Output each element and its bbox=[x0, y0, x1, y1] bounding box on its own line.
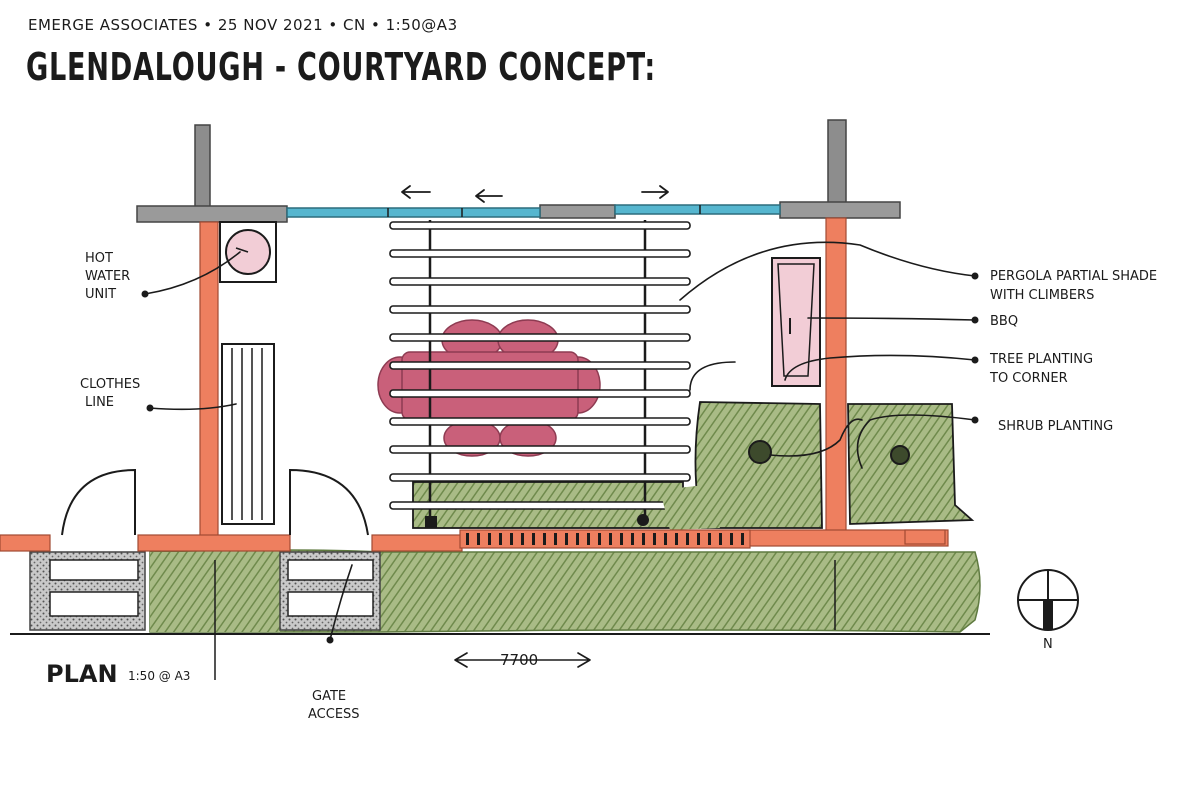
clothes-line-frame bbox=[221, 343, 275, 525]
label-clothes-line: CLOTHES LINE bbox=[80, 377, 144, 410]
bbq-outline bbox=[777, 263, 815, 377]
front-wall bbox=[137, 534, 291, 552]
boundary-wall-right bbox=[825, 217, 847, 537]
shrub-planting-bed-right bbox=[847, 403, 975, 525]
brick-paving bbox=[459, 529, 751, 549]
pergola-batten bbox=[389, 277, 691, 286]
brick-joint bbox=[697, 533, 700, 545]
pergola-batten bbox=[389, 249, 691, 258]
gate-leaf bbox=[287, 559, 374, 581]
brick-joint bbox=[609, 533, 612, 545]
brick-joint bbox=[598, 533, 601, 545]
plan-scale: 1:50 @ A3 bbox=[128, 669, 190, 683]
label-bbq: BBQ bbox=[990, 314, 1018, 329]
brick-joint bbox=[510, 533, 513, 545]
label-gate-access: GATE ACCESS bbox=[308, 689, 360, 722]
pergola-batten bbox=[389, 389, 691, 398]
clothes-line-wires bbox=[231, 348, 263, 520]
house-pier bbox=[539, 204, 616, 219]
north-letter: N bbox=[1043, 637, 1053, 652]
pergola-batten bbox=[389, 473, 691, 482]
label-pergola: PERGOLA PARTIAL SHADE WITH CLIMBERS bbox=[990, 269, 1161, 303]
brick-joint bbox=[631, 533, 634, 545]
pergola-batten bbox=[389, 361, 691, 370]
bbq bbox=[771, 257, 821, 387]
label-shrub-planting: SHRUB PLANTING bbox=[998, 419, 1113, 434]
page-title: GLENDALOUGH - COURTYARD CONCEPT: bbox=[26, 45, 656, 89]
label-tree-planting: TREE PLANTING TO CORNER bbox=[989, 352, 1097, 386]
brick-joint bbox=[576, 533, 579, 545]
shrub-planting-bed-left bbox=[694, 401, 823, 529]
brick-joint bbox=[587, 533, 590, 545]
brick-joint bbox=[664, 533, 667, 545]
pergola-batten bbox=[389, 221, 691, 230]
brick-joint bbox=[620, 533, 623, 545]
annotation-leaders bbox=[144, 241, 976, 668]
brick-joint bbox=[708, 533, 711, 545]
brick-joint bbox=[675, 533, 678, 545]
sliding-door-glass bbox=[614, 204, 781, 215]
brick-joint bbox=[521, 533, 524, 545]
pergola-batten bbox=[389, 333, 691, 342]
brick-joint bbox=[466, 533, 469, 545]
slide-direction-arrows bbox=[401, 185, 669, 203]
plan-label: PLAN bbox=[46, 660, 118, 688]
brick-joint bbox=[554, 533, 557, 545]
pergola-batten bbox=[389, 305, 691, 314]
north-arrow bbox=[1017, 569, 1079, 631]
dimension-value: 7700 bbox=[500, 651, 538, 669]
pergola-post bbox=[637, 514, 649, 526]
gate-swing-left bbox=[61, 468, 136, 536]
brick-joint bbox=[730, 533, 733, 545]
brick-joint bbox=[719, 533, 722, 545]
shrub-planting-corner bbox=[660, 485, 720, 530]
pergola-batten bbox=[389, 501, 691, 510]
brick-joint bbox=[477, 533, 480, 545]
brick-joint bbox=[543, 533, 546, 545]
gate-swing-right bbox=[289, 468, 369, 536]
brick-joint bbox=[499, 533, 502, 545]
brick-paving bbox=[904, 529, 946, 545]
front-wall bbox=[371, 534, 463, 552]
pergola bbox=[389, 220, 691, 528]
brick-joints bbox=[466, 533, 744, 545]
brick-joint bbox=[532, 533, 535, 545]
brick-joint bbox=[642, 533, 645, 545]
pergola-post bbox=[425, 516, 437, 528]
pergola-batten bbox=[389, 417, 691, 426]
label-hot-water-unit: HOT WATER UNIT bbox=[85, 251, 134, 302]
house-wall-right bbox=[779, 201, 901, 219]
brick-joint bbox=[653, 533, 656, 545]
sliding-door-glass bbox=[286, 207, 541, 218]
brick-joint bbox=[488, 533, 491, 545]
leader-dots bbox=[141, 272, 979, 644]
house-wall-left bbox=[136, 205, 288, 223]
gate-leaf bbox=[49, 559, 139, 581]
tree-planting-right bbox=[890, 445, 910, 465]
gate-leaf bbox=[287, 591, 374, 617]
brick-joint bbox=[565, 533, 568, 545]
brick-joint bbox=[741, 533, 744, 545]
header-subtitle: EMERGE ASSOCIATES • 25 NOV 2021 • CN • 1… bbox=[28, 16, 458, 34]
gate-leaf bbox=[49, 591, 139, 617]
front-wall bbox=[0, 534, 51, 552]
tree-planting-left bbox=[748, 440, 772, 464]
pergola-batten bbox=[389, 445, 691, 454]
brick-joint bbox=[686, 533, 689, 545]
